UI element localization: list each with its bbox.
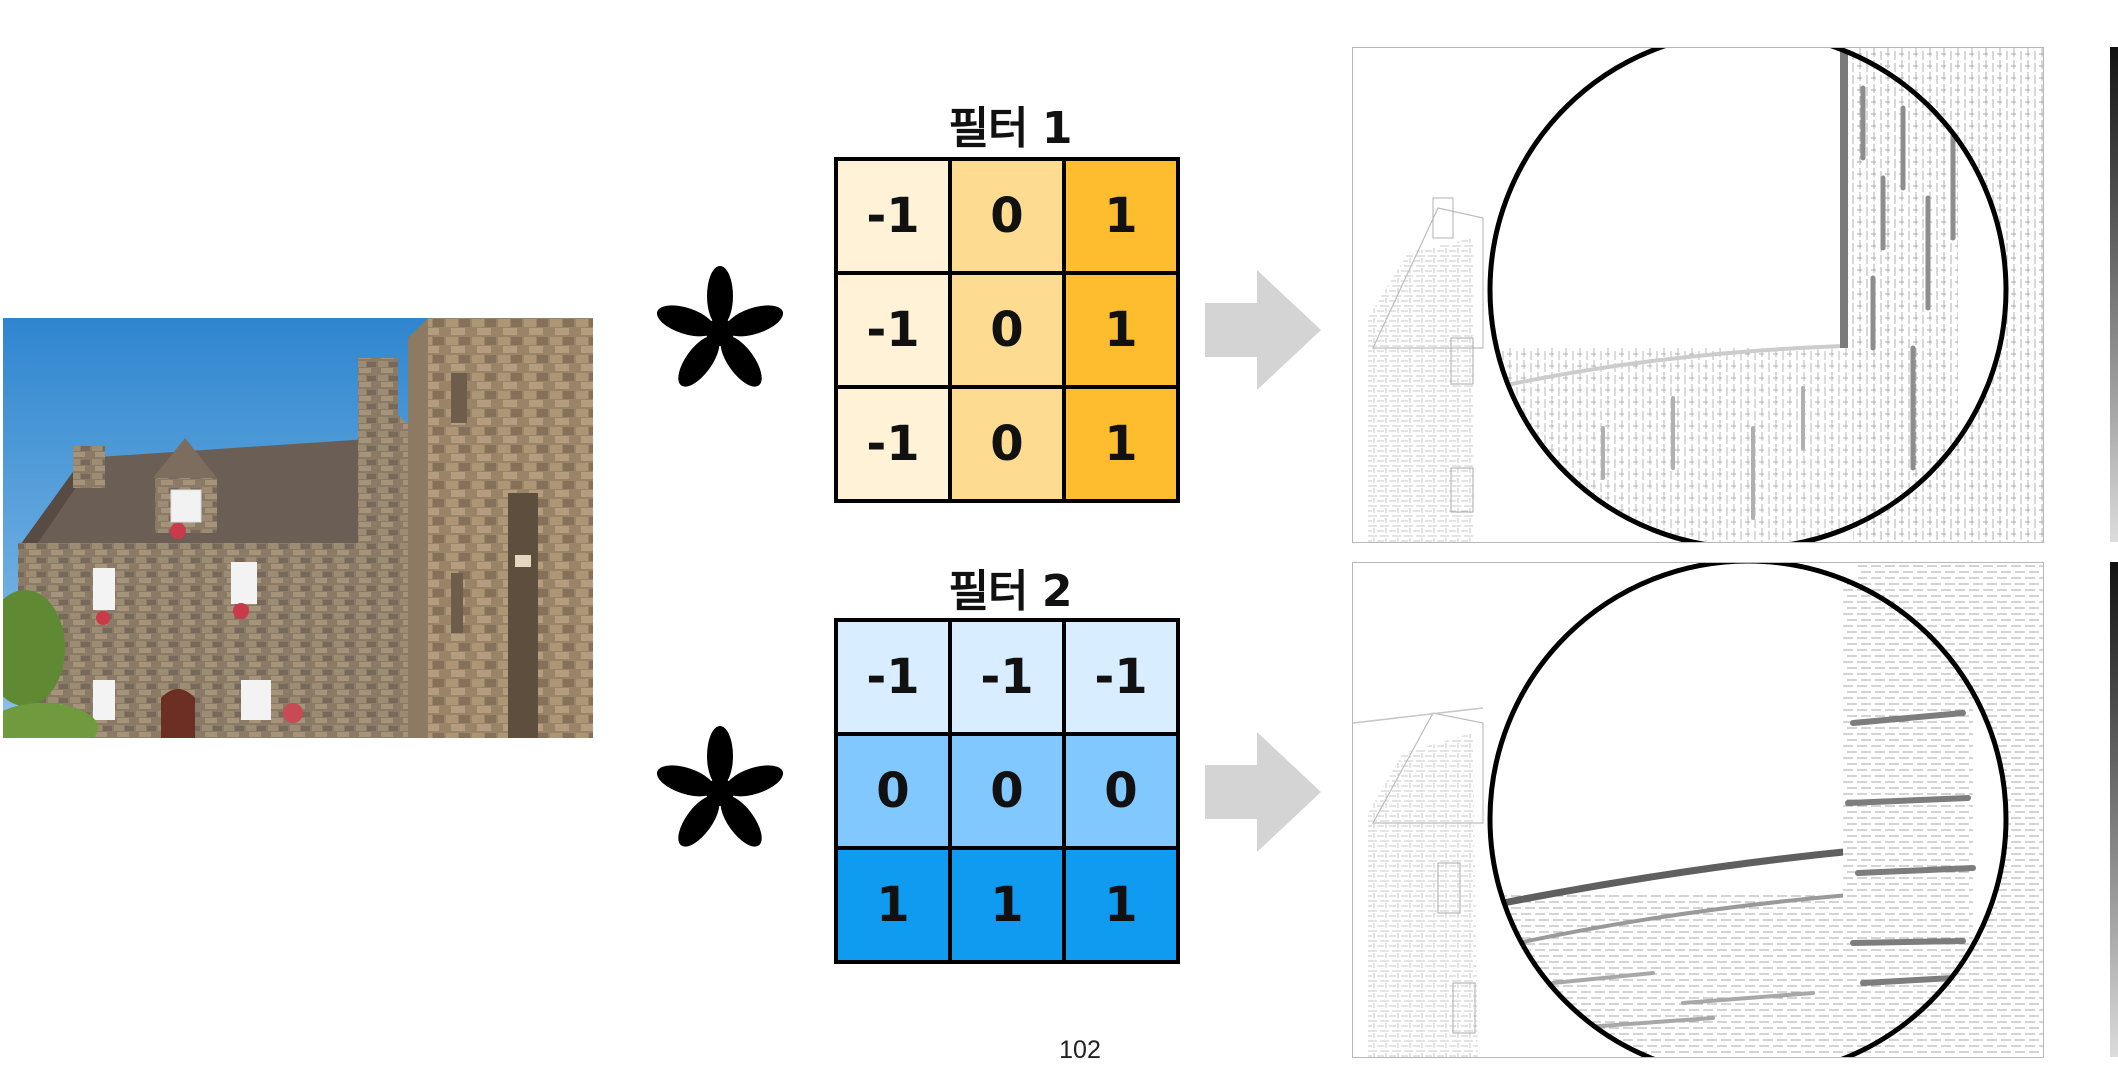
filter-1-title: 필터 1 xyxy=(948,103,1073,154)
kernel-cell: 0 xyxy=(952,161,1062,271)
cropped-colorbar xyxy=(2110,47,2118,542)
kernel-cell: 0 xyxy=(1066,736,1176,846)
kernel-cell: -1 xyxy=(1066,622,1176,732)
filter-1-output-image xyxy=(1352,47,2044,543)
kernel-cell: 0 xyxy=(952,736,1062,846)
kernel-cell: 0 xyxy=(952,275,1062,385)
kernel-cell: 1 xyxy=(1066,850,1176,960)
kernel-cell: 1 xyxy=(838,850,948,960)
filter-2-output-image xyxy=(1352,562,2044,1058)
filter-2-title: 필터 2 xyxy=(948,566,1073,617)
kernel-cell: 0 xyxy=(952,389,1062,499)
kernel-cell: -1 xyxy=(952,622,1062,732)
kernel-cell: -1 xyxy=(838,622,948,732)
kernel-cell: -1 xyxy=(838,389,948,499)
kernel-cell: 1 xyxy=(1066,389,1176,499)
asterisk-convolution-icon xyxy=(656,726,784,847)
kernel-cell: 1 xyxy=(1066,275,1176,385)
kernel-cell: 1 xyxy=(1066,161,1176,271)
kernel-cell: 0 xyxy=(838,736,948,846)
right-arrow-icon xyxy=(1205,732,1321,852)
cropped-colorbar xyxy=(2110,562,2118,1057)
filter-2-kernel: -1 -1 -1 0 0 0 1 1 1 xyxy=(834,618,1180,964)
kernel-cell: -1 xyxy=(838,161,948,271)
page-number: 102 xyxy=(1059,1036,1101,1064)
kernel-cell: -1 xyxy=(838,275,948,385)
filter-1-kernel: -1 0 1 -1 0 1 -1 0 1 xyxy=(834,157,1180,503)
kernel-cell: 1 xyxy=(952,850,1062,960)
right-arrow-icon xyxy=(1205,270,1321,390)
source-house-photo xyxy=(3,318,593,738)
asterisk-convolution-icon xyxy=(656,266,784,387)
